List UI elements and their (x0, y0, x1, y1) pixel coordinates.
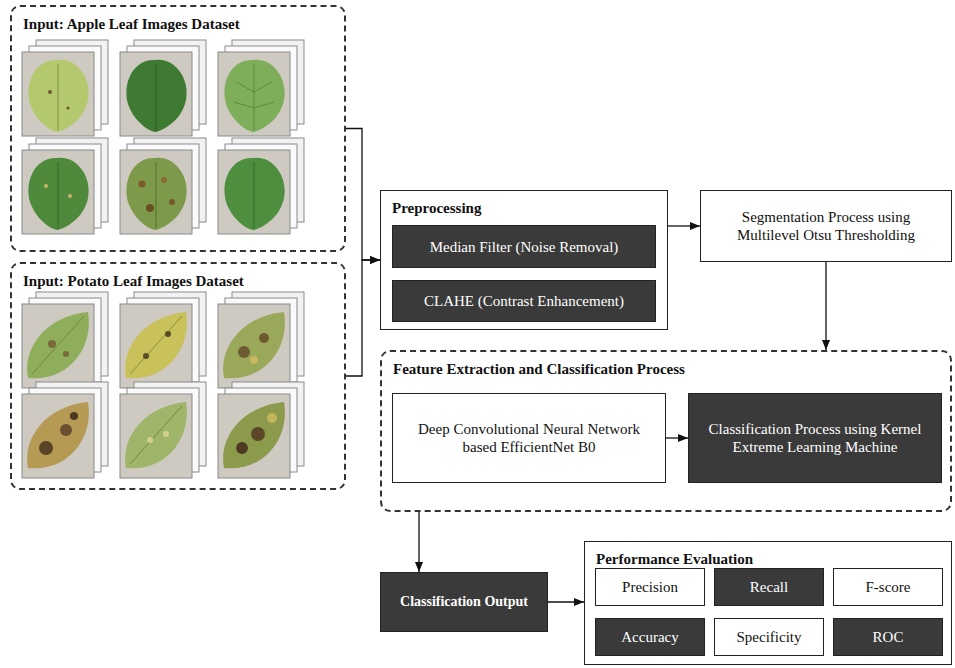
process-box: Deep Convolutional Neural Network based … (392, 393, 666, 483)
box-label: Deep Convolutional Neural Network based … (409, 420, 649, 456)
leaf-image (120, 138, 206, 234)
box-label: Specificity (737, 628, 802, 646)
leaf-image (120, 382, 206, 478)
heading-text: Feature Extraction and Classification Pr… (393, 360, 940, 378)
step-box: Median Filter (Noise Removal) (392, 225, 656, 268)
connector-arrow (346, 260, 380, 376)
connector-arrow (825, 262, 826, 350)
heading-text: Preprocessing (392, 199, 657, 217)
process-box: Segmentation Process using Multilevel Ot… (700, 190, 952, 262)
connector-arrow (666, 437, 688, 438)
box-label: Classification Output (400, 594, 528, 611)
evaluation-box: Performance EvaluationPrecision Recall F-s… (584, 541, 952, 665)
box-label: Precision (622, 578, 678, 596)
leaf-image (218, 292, 304, 388)
metric-box: Precision (595, 568, 705, 606)
box-label: Median Filter (Noise Removal) (430, 238, 619, 256)
heading-text: Input: Apple Leaf Images Dataset (23, 15, 334, 33)
output-box: Classification Output (380, 572, 548, 632)
leaf-image (218, 382, 304, 478)
box-label: F-score (866, 578, 911, 596)
box-label: Classification Process using Kernel Extr… (699, 420, 931, 456)
heading-text: Input: Potato Leaf Images Dataset (23, 272, 334, 290)
leaf-image (22, 382, 108, 478)
box-label: Accuracy (621, 628, 678, 646)
metric-box: Recall (714, 568, 824, 606)
connector-arrow (346, 129, 380, 261)
metric-box: F-score (833, 568, 943, 606)
process-box: PreprocessingMedian Filter (Noise Remova… (380, 190, 668, 330)
leaf-image (22, 138, 108, 234)
process-box: Classification Process using Kernel Extr… (688, 393, 942, 483)
connector-arrow (548, 601, 584, 602)
leaf-image (218, 138, 304, 234)
connector-arrow (418, 512, 419, 572)
step-box: CLAHE (Contrast Enhancement) (392, 280, 656, 322)
leaf-image (22, 292, 108, 388)
heading-text: Performance Evaluation (596, 550, 941, 568)
box-label: ROC (873, 628, 904, 646)
metric-box: ROC (833, 618, 943, 656)
input-group: Input: Potato Leaf Images Dataset (10, 262, 346, 490)
leaf-image (218, 40, 304, 136)
connector-arrow (668, 225, 700, 226)
metric-box: Accuracy (595, 618, 705, 656)
box-label: CLAHE (Contrast Enhancement) (424, 292, 624, 310)
leaf-image (22, 40, 108, 136)
box-label: Segmentation Process using Multilevel Ot… (726, 208, 926, 244)
metric-box: Specificity (714, 618, 824, 656)
box-label: Recall (750, 578, 788, 596)
stage-group: Feature Extraction and Classification Pr… (380, 350, 952, 512)
leaf-image (120, 292, 206, 388)
leaf-image (120, 40, 206, 136)
input-group: Input: Apple Leaf Images Dataset (10, 5, 346, 252)
